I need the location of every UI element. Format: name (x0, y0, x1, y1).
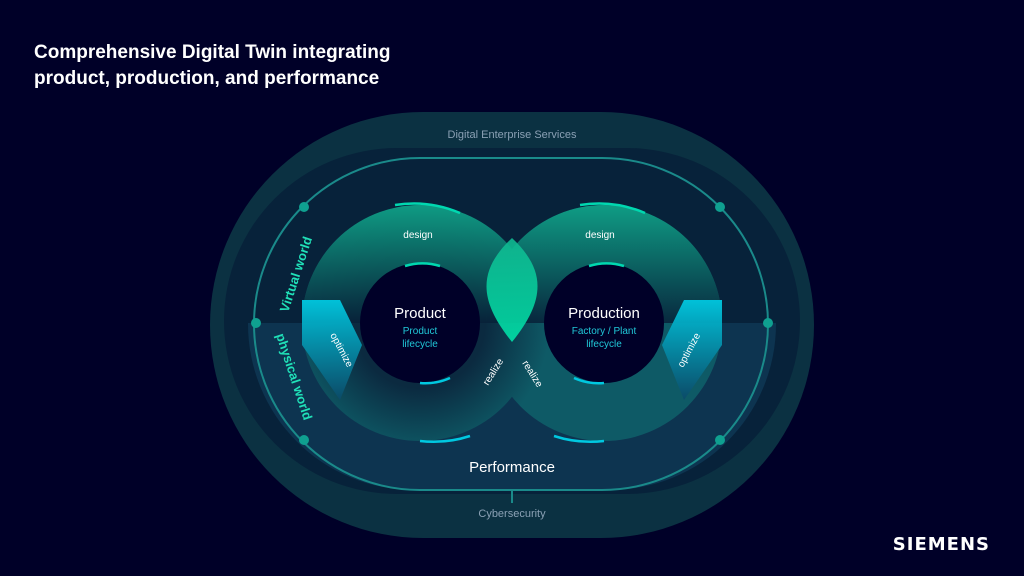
product-design-label: design (403, 230, 432, 241)
product-core (360, 263, 480, 383)
title-line-1: Comprehensive Digital Twin integrating (34, 42, 391, 63)
performance-label: Performance (469, 459, 555, 476)
production-design-label: design (585, 230, 614, 241)
product-title: Product (394, 305, 447, 322)
production-subtitle-line-1: Factory / Plant (572, 326, 637, 337)
overlap-glow (486, 238, 538, 342)
product-subtitle-line-1: Product (403, 326, 438, 337)
title-line-2: product, production, and performance (34, 68, 380, 89)
slide-title: Comprehensive Digital Twin integrating p… (34, 40, 494, 92)
production-subtitle-line-2: lifecycle (586, 339, 622, 350)
accent-arcs (394, 202, 646, 443)
track-dots (251, 202, 773, 445)
product-subtitle-line-2: lifecycle (402, 339, 438, 350)
cybersecurity-label: Cybersecurity (478, 508, 546, 520)
siemens-logo: SIEMENS (892, 534, 990, 555)
production-core (544, 263, 664, 383)
digital-enterprise-services-label: Digital Enterprise Services (448, 129, 577, 141)
production-title: Production (568, 305, 640, 322)
